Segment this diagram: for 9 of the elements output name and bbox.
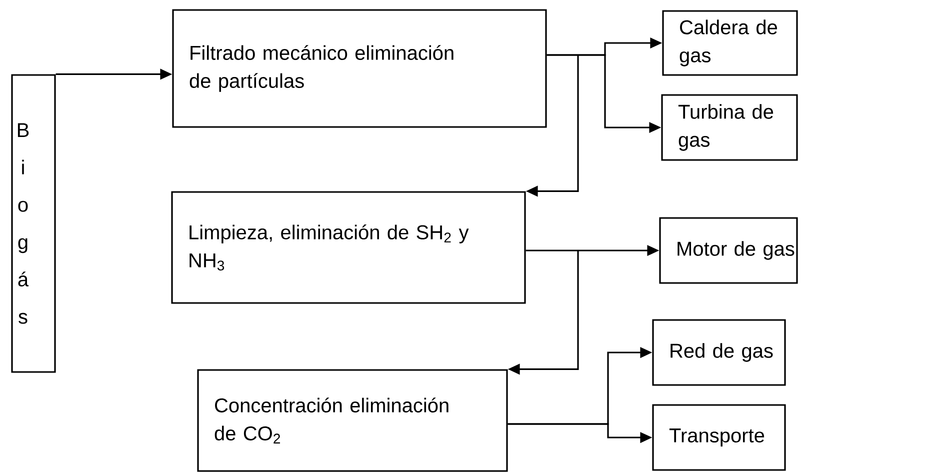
source-box: B i o g á s [11,74,56,373]
output-box: Red de gas [652,319,786,386]
output-box: Turbina de gas [661,94,798,161]
output-box: Motor de gas [659,217,798,284]
process-box: Limpieza, eliminación de SH$_{2}$ y NH$_{3}$ [171,191,526,304]
output-box: Transporte [652,404,786,471]
process-box: Concentración eliminación de CO$_{2}$ [197,369,508,472]
output-box: Caldera de gas [662,10,798,76]
process-box: Filtrado mecánico eliminación de partículas [172,9,547,128]
